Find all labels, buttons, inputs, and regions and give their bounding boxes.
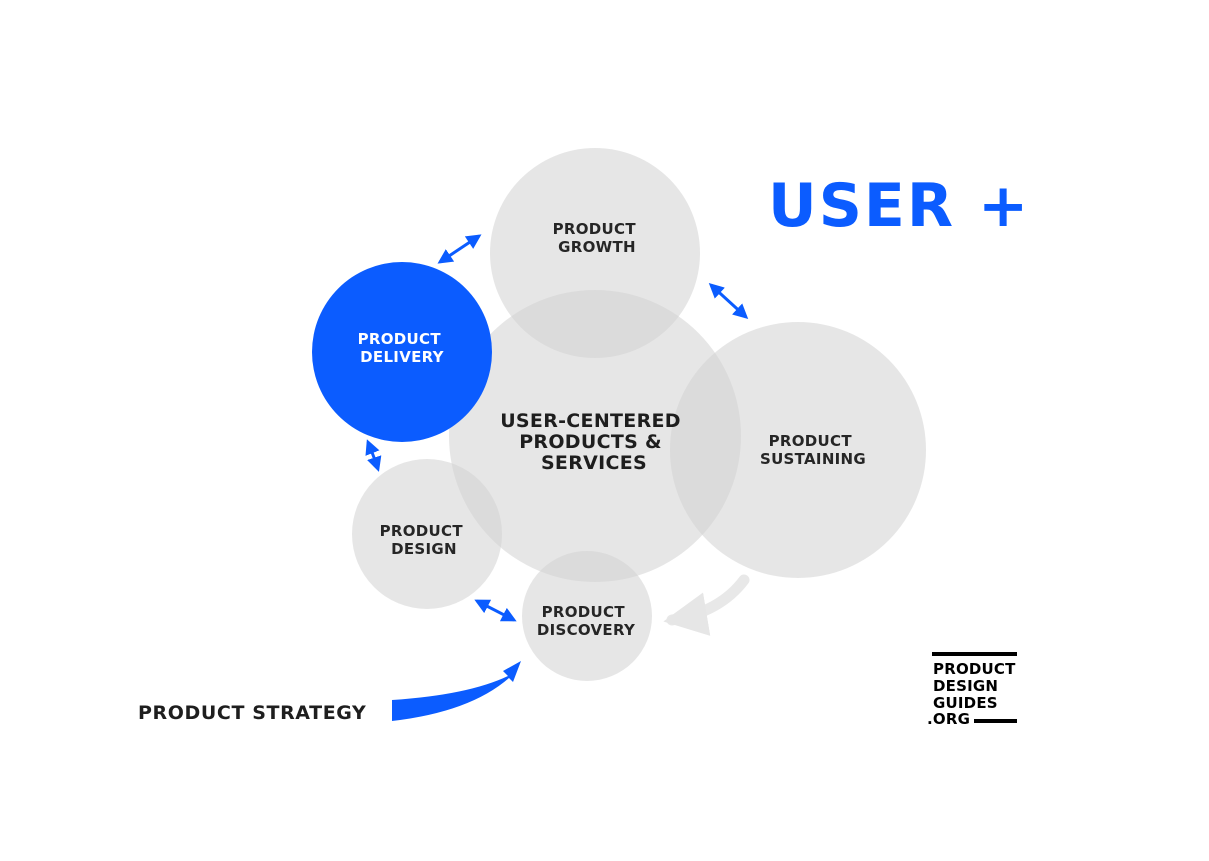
strategy-arrow (392, 661, 521, 721)
circle-product-sustaining (670, 322, 926, 578)
arrow-sustaining-discovery (663, 574, 750, 636)
page-title: USER + (768, 171, 1030, 241)
design-label: PRODUCT DESIGN (380, 522, 469, 558)
growth-label: PRODUCT GROWTH (553, 220, 642, 256)
circle-center (449, 290, 741, 582)
arrow-delivery-design (365, 439, 382, 472)
strategy-label: PRODUCT STRATEGY (138, 702, 366, 724)
circle-product-discovery (522, 551, 652, 681)
arrow-design-discovery (474, 599, 517, 622)
arrow-delivery-growth (437, 234, 482, 264)
discovery-label: PRODUCT DISCOVERY (537, 603, 636, 639)
logo-text: PRODUCT DESIGN GUIDES .ORG (927, 660, 1021, 728)
logo-bottom-bar (974, 719, 1017, 723)
arrow-growth-sustaining (708, 282, 749, 320)
logo: PRODUCT DESIGN GUIDES .ORG (927, 652, 1021, 728)
circle-product-delivery (312, 262, 492, 442)
center-label: USER-CENTERED PRODUCTS & SERVICES (500, 410, 688, 474)
sustaining-label: PRODUCT SUSTAINING (760, 432, 866, 468)
delivery-label: PRODUCT DELIVERY (358, 330, 447, 366)
circle-product-design (352, 459, 502, 609)
logo-top-bar (932, 652, 1017, 656)
